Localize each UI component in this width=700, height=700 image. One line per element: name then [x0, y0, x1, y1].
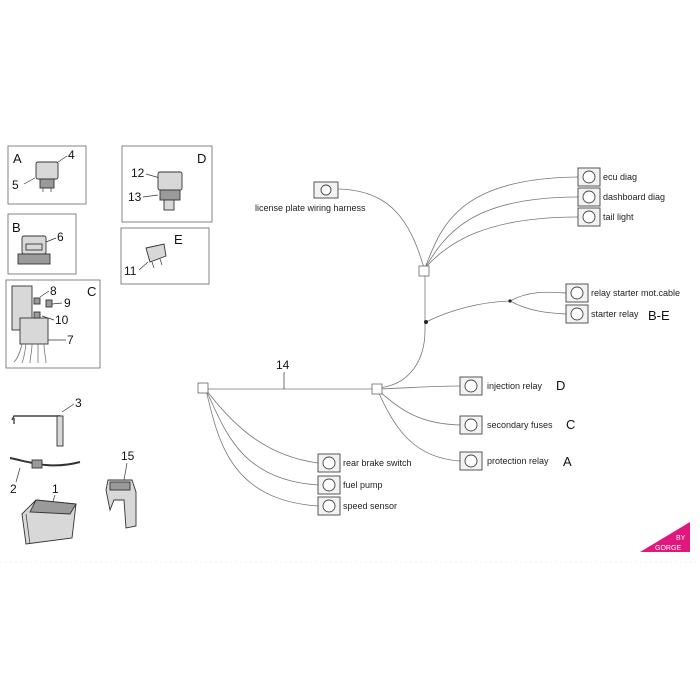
- relay-b-part: [17, 235, 51, 265]
- connector-dashboard-diag: dashboard diag: [577, 187, 665, 207]
- connector-injection-relay: injection relay D: [459, 376, 565, 396]
- connector-label-relay-starter-mot-cable: relay starter mot.cable: [591, 288, 680, 298]
- relay-a-part: [35, 161, 59, 192]
- connector-fuel-pump: fuel pump: [317, 475, 383, 495]
- connector-label-rear-brake-switch: rear brake switch: [343, 458, 412, 468]
- connector-starter-relay: starter relay B-E: [565, 304, 670, 324]
- connector-relay-starter-mot-cable: relay starter mot.cable: [565, 283, 680, 303]
- connector-ecu-diag: ecu diag: [577, 167, 637, 187]
- harness-wires: [205, 176, 579, 507]
- part-number-8: 8: [50, 284, 57, 298]
- connector-tail-light: tail light: [577, 207, 634, 227]
- part-number-12: 12: [131, 166, 145, 180]
- part-number-3: 3: [75, 396, 82, 410]
- group-a-letter: A: [13, 151, 22, 166]
- part-number-4: 4: [68, 148, 75, 162]
- group-d-letter: D: [197, 151, 206, 166]
- ref-secondary-fuses: C: [566, 417, 575, 432]
- logo-text-gorge: GORGE: [655, 545, 681, 552]
- connector-protection-relay: protection relay A: [459, 451, 572, 471]
- right-junction-node: [371, 383, 383, 395]
- connector-label-fuel-pump: fuel pump: [343, 480, 383, 490]
- logo-text-by: BY: [676, 535, 686, 542]
- rubber-cap-part: [105, 479, 137, 529]
- relay-d-part: [157, 171, 183, 211]
- part-number-10: 10: [55, 313, 69, 327]
- part-number-14: 14: [276, 358, 290, 372]
- connector-license-plate: license plate wiring harness: [255, 181, 366, 213]
- ref-protection-relay: A: [563, 454, 572, 469]
- connector-label-speed-sensor: speed sensor: [343, 501, 397, 511]
- part-number-7: 7: [67, 333, 74, 347]
- connector-label-license-plate: license plate wiring harness: [255, 203, 366, 213]
- cable-tie-part: [9, 457, 81, 469]
- connector-label-injection-relay: injection relay: [487, 381, 543, 391]
- bracket-part: [11, 415, 64, 447]
- junction-dot: [424, 320, 428, 324]
- connector-secondary-fuses: secondary fuses C: [459, 415, 575, 435]
- part-number-1: 1: [52, 482, 59, 496]
- connector-label-dashboard-diag: dashboard diag: [603, 192, 665, 202]
- part-number-5: 5: [12, 178, 19, 192]
- group-e: E 11: [120, 227, 210, 285]
- group-c-letter: C: [87, 284, 96, 299]
- connector-rear-brake-switch: rear brake switch: [317, 453, 412, 473]
- ref-injection-relay: D: [556, 378, 565, 393]
- fuse-e-part: [145, 243, 167, 269]
- part-number-2: 2: [10, 482, 17, 496]
- part-number-15: 15: [121, 449, 135, 463]
- ecu-part: [21, 499, 77, 545]
- connector-label-ecu-diag: ecu diag: [603, 172, 637, 182]
- part-number-11: 11: [124, 264, 137, 278]
- part-number-6: 6: [57, 230, 64, 244]
- connector-label-starter-relay: starter relay: [591, 309, 639, 319]
- fuse-box-part: [11, 285, 53, 364]
- part-number-13: 13: [128, 190, 142, 204]
- group-b: B 6: [7, 213, 77, 275]
- connector-label-protection-relay: protection relay: [487, 456, 549, 466]
- junction-dot-relay: [508, 299, 512, 303]
- group-e-letter: E: [174, 232, 183, 247]
- group-c: C 8 9 10 7: [5, 279, 101, 369]
- connector-label-tail-light: tail light: [603, 212, 634, 222]
- part-number-9: 9: [64, 296, 71, 310]
- group-b-letter: B: [12, 220, 21, 235]
- group-d: D 12 13: [121, 145, 213, 223]
- left-junction-node: [197, 382, 209, 394]
- top-junction-node: [418, 265, 430, 277]
- loose-parts: 3 2 1 15: [9, 396, 137, 545]
- connector-label-secondary-fuses: secondary fuses: [487, 420, 553, 430]
- ref-starter-relay: B-E: [648, 308, 670, 323]
- brand-logo: BY GORGE: [640, 522, 690, 552]
- group-a: A 4 5: [7, 145, 87, 205]
- connector-speed-sensor: speed sensor: [317, 496, 397, 516]
